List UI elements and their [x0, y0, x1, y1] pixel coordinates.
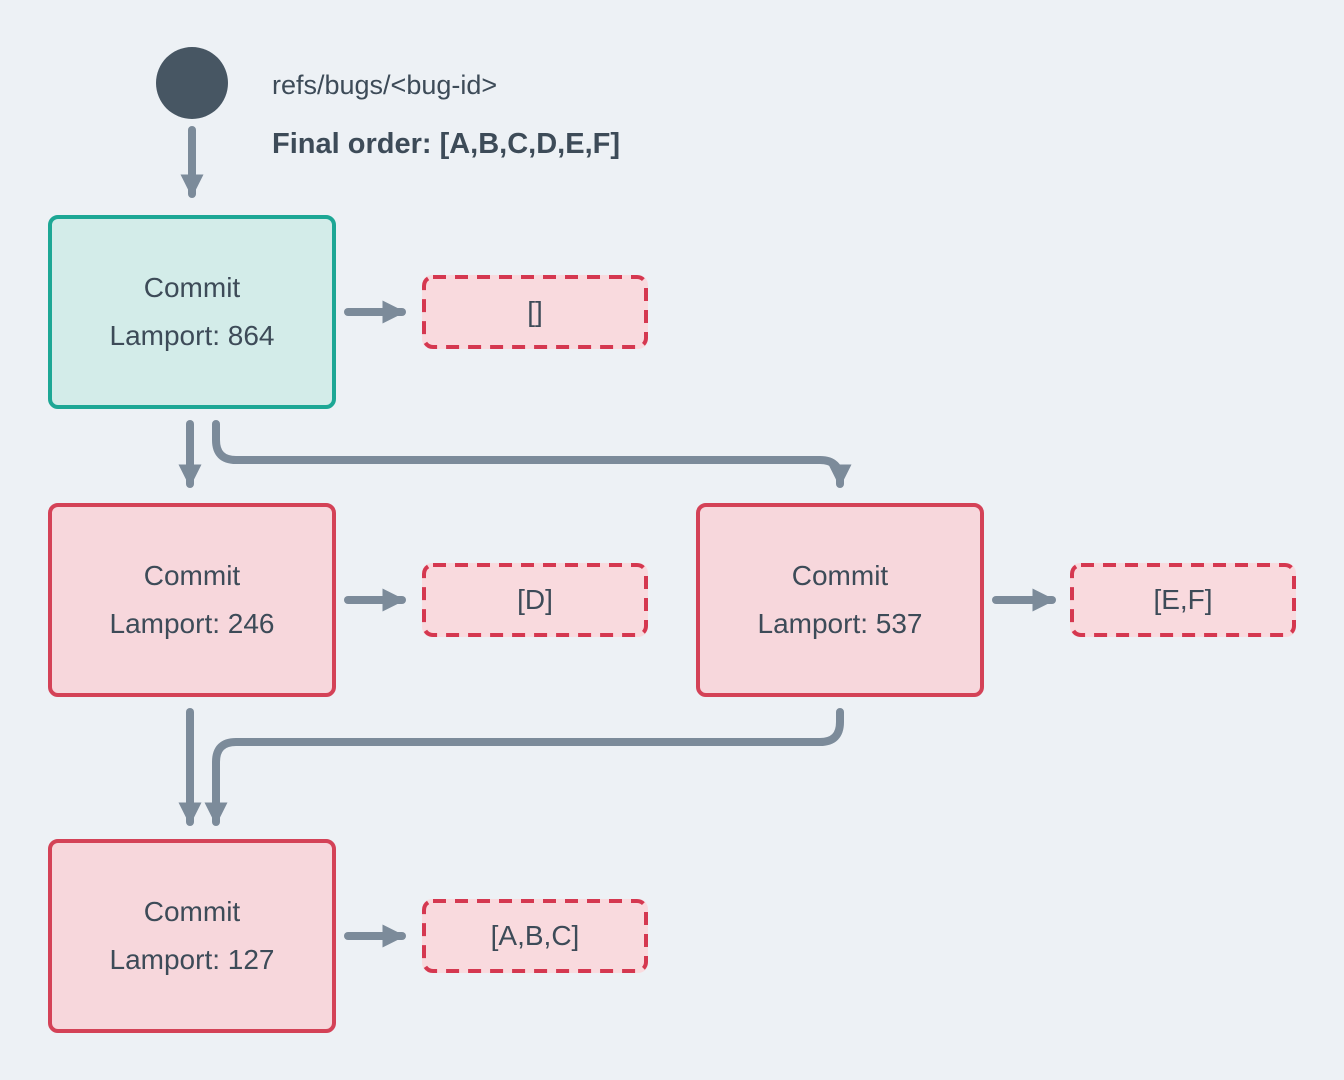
commit-node-537: Commit Lamport: 537 — [696, 503, 984, 697]
commit-type-label: Commit — [143, 560, 241, 591]
payload-label: [D] — [517, 584, 553, 615]
dashed-border — [1070, 563, 1296, 637]
commit-type-label: Commit — [791, 560, 889, 591]
branch-ref-node-icon — [156, 47, 228, 119]
payload-label: [A,B,C] — [490, 920, 580, 951]
commit-lamport-label: Lamport: 864 — [109, 320, 275, 351]
payload-label: [] — [527, 296, 543, 327]
arrow-864-to-537 — [212, 420, 852, 488]
payload-box-abc: [A,B,C] — [422, 899, 648, 973]
dashed-border — [422, 563, 648, 637]
dashed-border — [422, 899, 648, 973]
payload-label: [E,F] — [1153, 584, 1213, 615]
payload-box-d: [D] — [422, 563, 648, 637]
commit-lamport-label: Lamport: 127 — [109, 944, 275, 975]
commit-type-label: Commit — [143, 896, 241, 927]
payload-box-empty: [] — [422, 275, 648, 349]
commit-node-127: Commit Lamport: 127 — [48, 839, 336, 1033]
commit-type-label: Commit — [143, 272, 241, 303]
commit-lamport-label: Lamport: 537 — [757, 608, 923, 639]
payload-box-ef: [E,F] — [1070, 563, 1296, 637]
dashed-border — [422, 275, 648, 349]
final-order-label: Final order: [A,B,C,D,E,F] — [272, 128, 620, 160]
commit-lamport-label: Lamport: 246 — [109, 608, 275, 639]
commit-node-864: Commit Lamport: 864 — [48, 215, 336, 409]
branch-ref-label: refs/bugs/<bug-id> — [272, 70, 498, 100]
commit-node-246: Commit Lamport: 246 — [48, 503, 336, 697]
arrow-537-to-127 — [204, 708, 844, 826]
